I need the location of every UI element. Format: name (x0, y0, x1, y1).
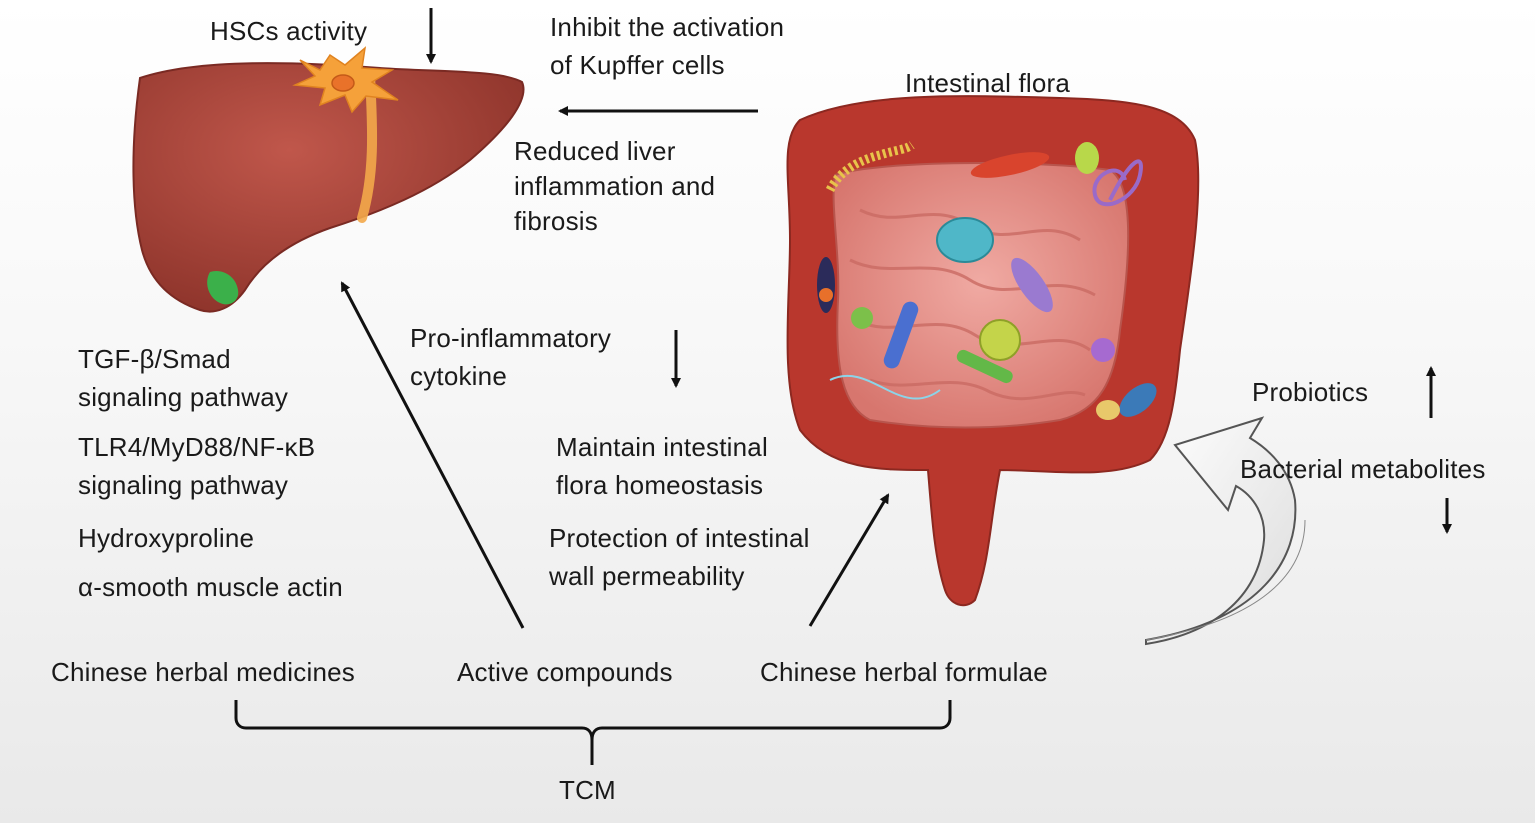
kupffer-label: Inhibit the activation of Kupffer cells (550, 8, 784, 84)
kupffer-line-2: of Kupffer cells (550, 50, 725, 80)
bacterial-metabolites-label: Bacterial metabolites (1240, 454, 1486, 484)
proinflammatory-line-1: Pro-inflammatory (410, 323, 612, 353)
maintain-line-1: Maintain intestinal (556, 432, 768, 462)
tgf-line-1: TGF-β/Smad (78, 344, 231, 374)
protection-line-2: wall permeability (549, 561, 745, 591)
tlr4-pathway-label: TLR4/MyD88/NF-κB signaling pathway (78, 428, 315, 504)
curved-arrow-icon (1145, 416, 1297, 646)
hsc-cell-icon (292, 46, 399, 114)
formulae-arrow-icon (808, 493, 890, 627)
protection-label: Protection of intestinal wall permeabili… (549, 519, 810, 595)
asma-label: α-smooth muscle actin (78, 572, 343, 602)
herbal-medicines-label: Chinese herbal medicines (51, 657, 355, 687)
active-compounds-arrow-icon (340, 281, 525, 629)
reduced-line-2: inflammation and (514, 171, 716, 201)
tgf-line-2: signaling pathway (78, 382, 289, 412)
tlr4-line-1: TLR4/MyD88/NF-κB (78, 432, 316, 462)
reduced-inflammation-label: Reduced liver inflammation and fibrosis (514, 134, 715, 239)
active-compounds-label: Active compounds (457, 657, 673, 687)
proinflammatory-line-2: cytokine (410, 361, 507, 391)
protection-line-1: Protection of intestinal (549, 523, 810, 553)
maintain-line-2: flora homeostasis (556, 470, 764, 500)
bracket-icon (234, 700, 952, 765)
reduced-line-3: fibrosis (514, 206, 598, 236)
intestinal-flora-label: Intestinal flora (905, 68, 1071, 98)
tgf-pathway-label: TGF-β/Smad signaling pathway (78, 340, 288, 416)
intestine-illustration (786, 95, 1200, 607)
hydroxyproline-label: Hydroxyproline (78, 523, 255, 553)
tcm-label: TCM (559, 775, 616, 805)
tlr4-line-2: signaling pathway (78, 470, 289, 500)
hsc-activity-label: HSCs activity (210, 16, 368, 46)
kupffer-line-1: Inhibit the activation (550, 12, 785, 42)
gallbladder-icon (207, 270, 239, 305)
reduced-line-1: Reduced liver (514, 136, 676, 166)
proinflammatory-label: Pro-inflammatory cytokine (410, 319, 611, 395)
probiotics-label: Probiotics (1252, 377, 1369, 407)
herbal-formulae-label: Chinese herbal formulae (760, 657, 1048, 687)
maintain-flora-label: Maintain intestinal flora homeostasis (556, 428, 768, 504)
